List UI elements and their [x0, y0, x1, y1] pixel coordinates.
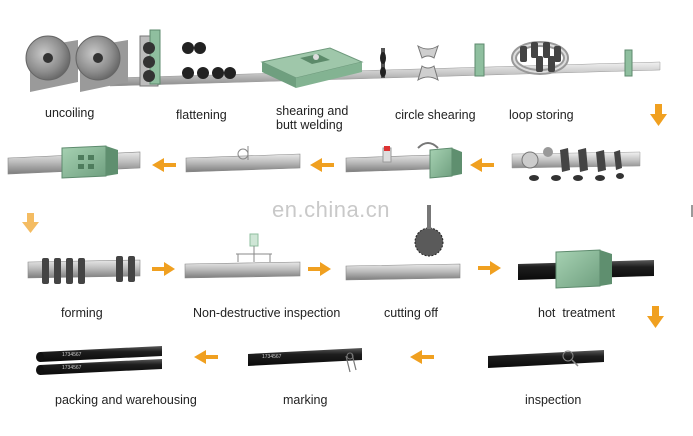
label-marking: marking: [283, 393, 328, 407]
inspection-station: [488, 350, 604, 368]
label-packing: packing and warehousing: [55, 393, 197, 407]
label-uncoiling: uncoiling: [45, 106, 95, 120]
label-shearing-line2: butt welding: [276, 118, 343, 132]
arrow-left-icon: [152, 158, 176, 172]
arrow-right-icon: [152, 262, 175, 276]
shearing-welding-machine: [260, 47, 364, 88]
label-cutting-off: cutting off: [384, 306, 438, 320]
packed-pipes: 1734567 1734567: [36, 346, 162, 375]
label-circle-shearing: circle shearing: [395, 108, 476, 122]
arrow-left-icon: [410, 350, 434, 364]
arrow-down-icon: [647, 306, 664, 328]
label-shearing-welding: shearing and butt welding: [276, 104, 348, 132]
flattening-machine: [139, 29, 236, 87]
arrow-right-icon: [478, 261, 501, 275]
guide-post: [624, 49, 633, 77]
forming-machine: [27, 256, 141, 284]
welding-box-machine: [7, 145, 141, 179]
arrow-left-icon: [470, 158, 494, 172]
ndi-machine: [184, 233, 301, 279]
circle-shear-machine: [380, 44, 439, 82]
label-hot-treatment: hot treatment: [538, 306, 616, 320]
scrollbar-edge: [691, 205, 693, 217]
label-forming: forming: [61, 306, 103, 320]
loop-storing-machine: [511, 41, 569, 75]
arrow-down-icon: [22, 213, 39, 233]
marking-machine: 1734567: [248, 348, 362, 373]
arrow-left-icon: [310, 158, 334, 172]
high-frequency-welder: [345, 142, 462, 179]
arrow-right-icon: [308, 262, 331, 276]
cutting-machine: [345, 205, 461, 281]
forming-rolls: [511, 147, 641, 181]
label-shearing-line1: shearing and: [276, 104, 349, 118]
sizing-tube: [185, 146, 301, 173]
arrow-down-icon: [650, 104, 667, 126]
guide-post: [474, 43, 485, 77]
uncoiler-machine: [25, 35, 128, 92]
pipe-mark: 1734567: [62, 365, 82, 371]
label-loop-storing: loop storing: [509, 108, 574, 122]
watermark: en.china.cn: [272, 197, 391, 222]
arrow-left-icon: [194, 350, 218, 364]
label-ndi: Non-destructive inspection: [193, 306, 341, 320]
label-inspection: inspection: [525, 393, 582, 407]
pipe-mark: 1734567: [62, 352, 82, 358]
pipe-mark: 1734567: [262, 354, 282, 360]
heat-treatment-furnace: [518, 249, 654, 289]
label-flattening: flattening: [176, 108, 227, 122]
